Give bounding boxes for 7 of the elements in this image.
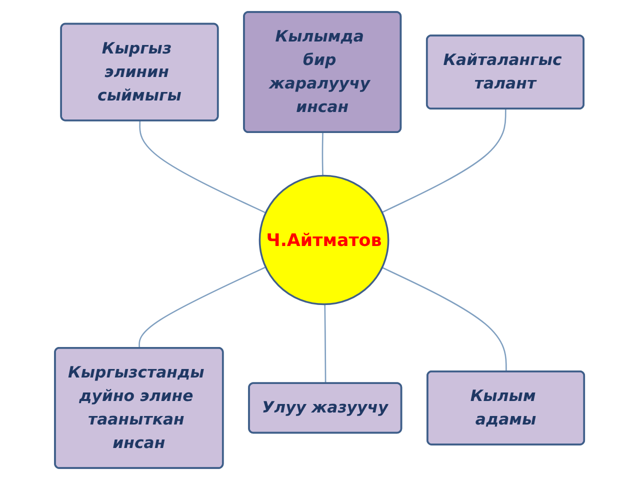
connector [322,132,324,176]
connector [382,109,507,213]
node-circle: Ч.Айтматов [259,174,390,306]
connector [382,266,508,372]
connector [139,266,266,348]
connector [140,120,266,214]
connector [324,304,327,384]
